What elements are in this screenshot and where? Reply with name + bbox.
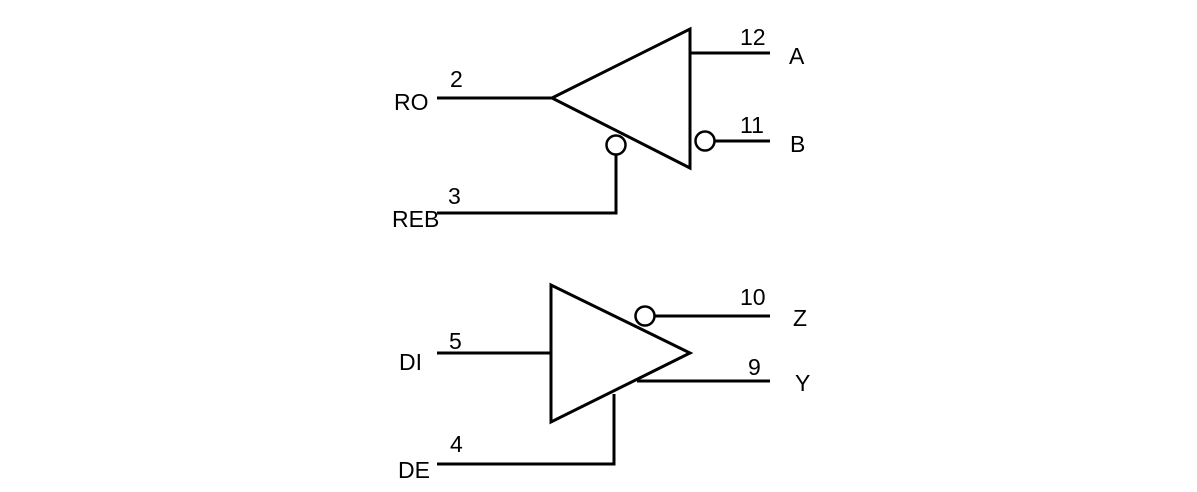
de-pin-number: 4: [450, 431, 463, 457]
receiver-block: RO 2 REB 3 12 A 11 B: [392, 24, 805, 232]
z-pin-number: 10: [740, 284, 766, 310]
z-inversion-bubble: [634, 305, 656, 327]
reb-pin-number: 3: [448, 183, 461, 209]
a-label: A: [789, 43, 805, 69]
y-pin-number: 9: [748, 354, 761, 380]
reb-wire: [437, 154, 618, 215]
di-label: DI: [399, 349, 422, 375]
b-inversion-bubble: [694, 130, 716, 152]
z-label: Z: [793, 305, 807, 331]
a-pin-number: 12: [740, 24, 766, 50]
reb-label: REB: [392, 206, 439, 232]
di-pin-number: 5: [449, 328, 462, 354]
receiver-triangle: [548, 26, 692, 171]
b-label: B: [790, 131, 805, 157]
ro-label: RO: [394, 89, 429, 115]
reb-inversion-bubble: [605, 134, 627, 156]
driver-triangle: [549, 282, 694, 425]
de-label: DE: [398, 457, 430, 483]
y-label: Y: [795, 370, 810, 396]
ro-pin-number: 2: [450, 66, 463, 92]
b-pin-number: 11: [740, 112, 764, 138]
driver-block: DI 5 DE 4 10 Z 9 Y: [398, 282, 810, 483]
de-wire: [437, 394, 616, 466]
